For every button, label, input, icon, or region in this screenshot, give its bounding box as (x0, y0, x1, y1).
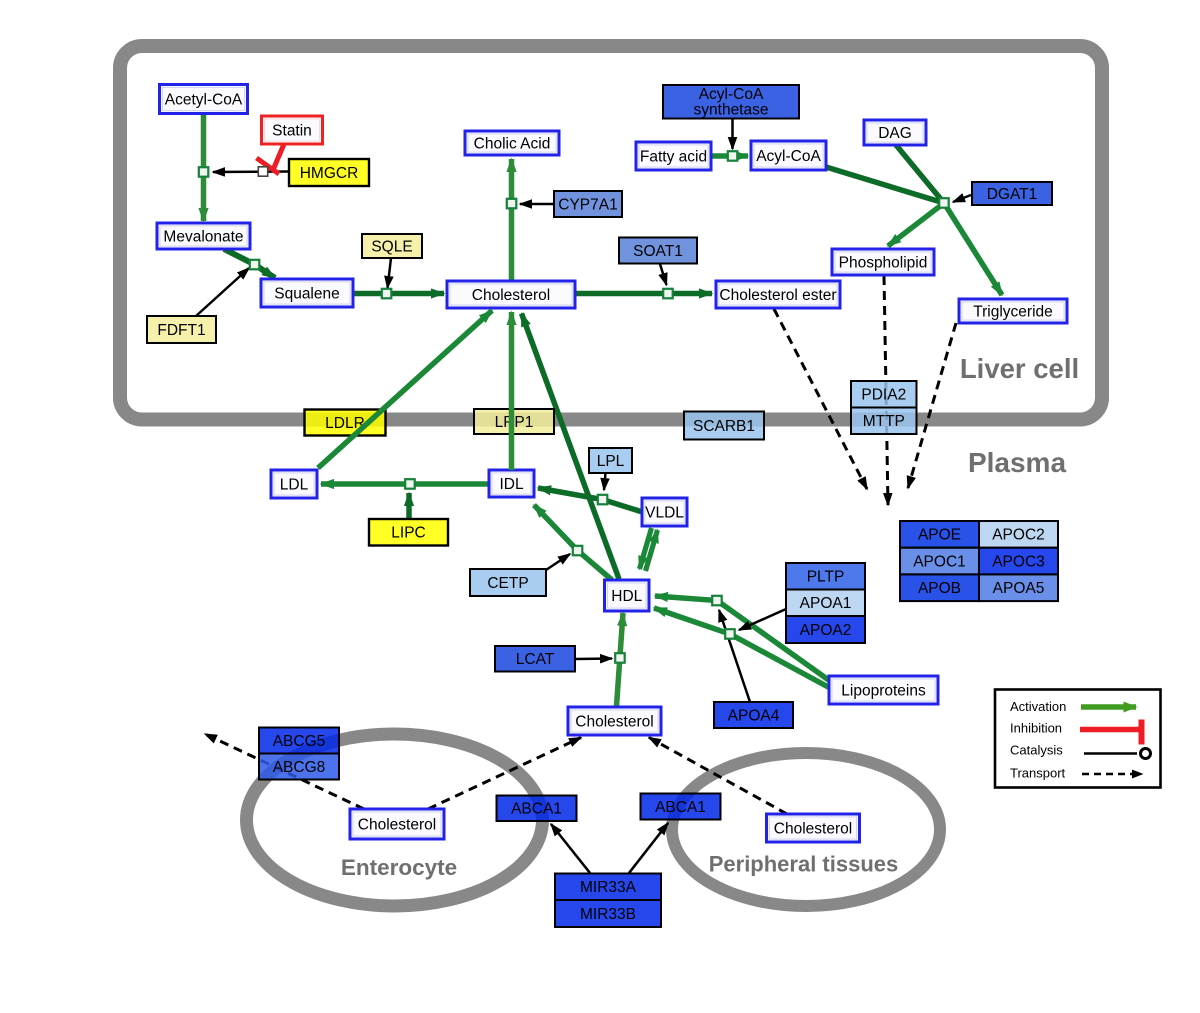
svg-text:DAG: DAG (878, 125, 912, 142)
svg-text:PLTP: PLTP (807, 569, 845, 586)
svg-text:MTTP: MTTP (863, 413, 905, 430)
svg-text:MIR33B: MIR33B (580, 906, 636, 923)
svg-text:HDL: HDL (611, 588, 642, 605)
svg-text:LCAT: LCAT (516, 651, 555, 668)
svg-text:Liver cell: Liver cell (960, 353, 1079, 384)
svg-text:Catalysis: Catalysis (1010, 743, 1063, 758)
svg-text:SOAT1: SOAT1 (633, 243, 683, 260)
svg-text:Triglyceride: Triglyceride (973, 303, 1053, 320)
svg-text:Lipoproteins: Lipoproteins (841, 682, 926, 699)
svg-text:Acyl-CoA: Acyl-CoA (756, 148, 821, 165)
svg-text:SQLE: SQLE (371, 238, 412, 255)
svg-text:synthetase: synthetase (694, 102, 769, 119)
svg-text:Squalene: Squalene (274, 285, 340, 302)
svg-text:Acetyl-CoA: Acetyl-CoA (165, 91, 243, 108)
svg-text:APOB: APOB (918, 580, 961, 597)
svg-text:Acyl-CoA: Acyl-CoA (699, 86, 764, 103)
svg-text:MIR33A: MIR33A (580, 879, 637, 896)
svg-text:FDFT1: FDFT1 (157, 322, 205, 339)
svg-text:Enterocyte: Enterocyte (341, 855, 457, 880)
svg-text:ABCA1: ABCA1 (511, 801, 562, 818)
svg-text:ABCG5: ABCG5 (273, 733, 326, 750)
svg-text:Plasma: Plasma (968, 447, 1066, 478)
svg-text:ABCG8: ABCG8 (273, 759, 326, 776)
svg-text:Phospholipid: Phospholipid (839, 254, 928, 271)
svg-text:Fatty acid: Fatty acid (640, 148, 707, 165)
svg-text:Peripheral tissues: Peripheral tissues (709, 852, 899, 877)
svg-text:Transport: Transport (1010, 766, 1066, 781)
svg-text:PDIA2: PDIA2 (861, 387, 906, 404)
svg-text:APOA2: APOA2 (800, 622, 852, 639)
svg-text:APOC3: APOC3 (992, 553, 1045, 570)
svg-text:APOE: APOE (918, 527, 961, 544)
svg-text:APOC2: APOC2 (992, 527, 1045, 544)
svg-text:DGAT1: DGAT1 (987, 186, 1038, 203)
svg-text:LDLR: LDLR (325, 415, 365, 432)
svg-text:SCARB1: SCARB1 (693, 418, 755, 435)
svg-text:Cholesterol: Cholesterol (472, 287, 550, 304)
svg-text:IDL: IDL (499, 476, 524, 493)
svg-text:Cholesterol: Cholesterol (358, 816, 436, 833)
svg-text:Activation: Activation (1010, 699, 1066, 714)
svg-text:ABCA1: ABCA1 (655, 799, 706, 816)
svg-text:Inhibition: Inhibition (1010, 721, 1062, 736)
svg-text:HMGCR: HMGCR (300, 165, 359, 182)
svg-text:CYP7A1: CYP7A1 (558, 196, 617, 213)
svg-text:APOA4: APOA4 (728, 707, 780, 724)
svg-text:Cholesterol ester: Cholesterol ester (719, 287, 836, 304)
svg-text:LPL: LPL (597, 453, 625, 470)
svg-text:LIPC: LIPC (391, 525, 425, 542)
svg-text:Mevalonate: Mevalonate (163, 228, 243, 245)
svg-text:Cholesterol: Cholesterol (575, 713, 653, 730)
svg-text:APOA1: APOA1 (800, 595, 852, 612)
svg-text:Statin: Statin (272, 122, 312, 139)
svg-text:CETP: CETP (487, 575, 528, 592)
svg-text:LDL: LDL (280, 476, 309, 493)
svg-text:APOA5: APOA5 (993, 580, 1045, 597)
svg-text:VLDL: VLDL (645, 504, 684, 521)
svg-text:Cholic Acid: Cholic Acid (474, 135, 551, 152)
svg-text:APOC1: APOC1 (913, 553, 966, 570)
svg-text:Cholesterol: Cholesterol (774, 820, 852, 837)
